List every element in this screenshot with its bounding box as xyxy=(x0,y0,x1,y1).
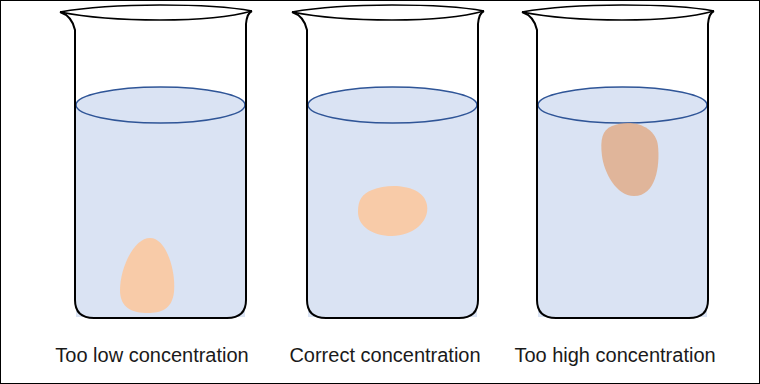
concentration-label: Too low concentration xyxy=(55,343,248,367)
beaker xyxy=(60,5,252,318)
concentration-label: Too high concentration xyxy=(514,343,715,367)
beaker xyxy=(522,5,714,318)
sample-piece xyxy=(120,238,174,313)
sample-piece xyxy=(358,186,427,236)
beaker xyxy=(292,5,484,318)
concentration-label: Correct concentration xyxy=(289,343,480,367)
sample-piece xyxy=(601,123,658,196)
